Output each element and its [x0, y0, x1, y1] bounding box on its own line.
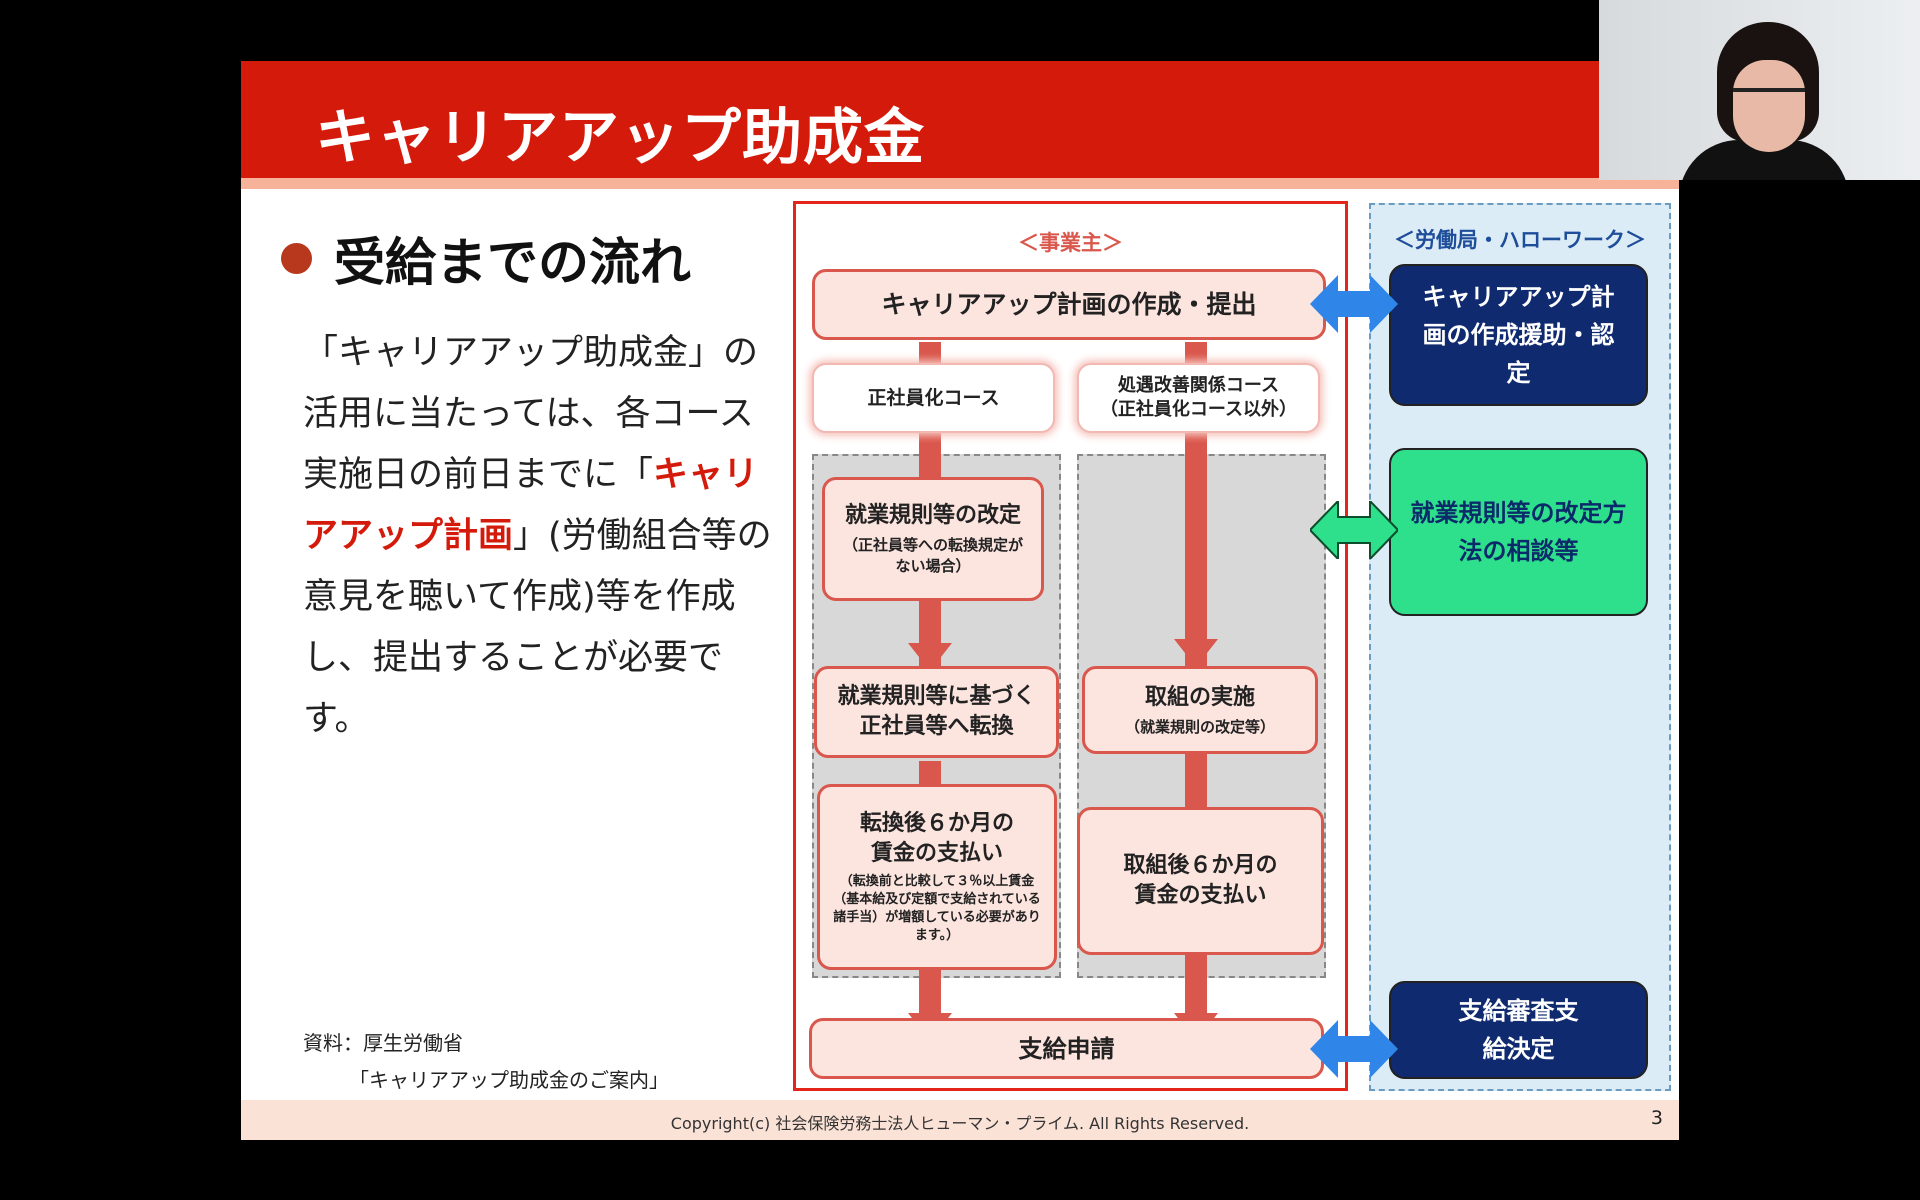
source-line2: 「キャリアアップ助成金のご案内」 — [349, 1068, 669, 1092]
office-box-review: 支給審査支給決定 — [1389, 981, 1648, 1079]
body-text-part2: 」(労働組合等の意見を聴いて作成)等を作成し、提出することが必要です。 — [303, 516, 772, 739]
step1-sublabel: （正社員等への転換規定がない場合） — [843, 536, 1024, 575]
body-paragraph: 「キャリアアップ助成金」の活用に当たっては、各コース実施日の前日までに「キャリア… — [303, 323, 773, 750]
presenter-video[interactable] — [1599, 0, 1920, 180]
r-step2-box: 取組後６か月の賃金の支払い — [1077, 807, 1324, 955]
step2-box: 就業規則等に基づく正社員等へ転換 — [814, 666, 1059, 758]
heading-text: 受給までの流れ — [334, 234, 692, 293]
double-arrow-icon — [1310, 501, 1398, 559]
course1-box: 正社員化コース — [812, 363, 1055, 433]
copyright: Copyright(c) 社会保険労務士法人ヒューマン・プライム. All Ri… — [670, 1114, 1250, 1133]
step3-label: 転換後６か月の賃金の支払い — [860, 811, 1015, 866]
title-bar: キャリアアップ助成金 — [241, 61, 1679, 178]
source-line1: 資料：厚生労働省 — [303, 1031, 463, 1055]
section-heading: 受給までの流れ — [281, 221, 691, 295]
course1-label: 正社員化コース — [867, 387, 1000, 409]
r-step2-label: 取組後６か月の賃金の支払い — [1123, 853, 1278, 908]
step2-label: 就業規則等に基づく正社員等へ転換 — [837, 684, 1036, 739]
step3-box: 転換後６か月の賃金の支払い （転換前と比較して３％以上賃金（基本給及び定額で支給… — [817, 784, 1057, 970]
step1-box: 就業規則等の改定 （正社員等への転換規定がない場合） — [822, 477, 1044, 601]
course2-label: 処遇改善関係コース — [1117, 375, 1280, 396]
body-highlight: キャリアアップ計画 — [303, 455, 759, 556]
r-step1-sublabel: （就業規則の改定等） — [1124, 717, 1275, 736]
office-label: ＜労働局・ハローワーク＞ — [1394, 228, 1646, 252]
presenter-glasses — [1733, 88, 1805, 114]
employer-frame — [793, 201, 1348, 1091]
bullet-dot-icon — [281, 242, 312, 274]
slide-title: キャリアアップ助成金 — [315, 103, 925, 173]
course2-box: 処遇改善関係コース （正社員化コース以外） — [1077, 363, 1320, 433]
r-step1-box: 取組の実施 （就業規則の改定等） — [1082, 666, 1318, 754]
apply-box: 支給申請 — [809, 1018, 1324, 1079]
course2-sublabel: （正社員化コース以外） — [1099, 399, 1298, 420]
apply-box-label: 支給申請 — [1018, 1034, 1115, 1063]
plan-box: キャリアアップ計画の作成・提出 — [812, 269, 1326, 340]
double-arrow-icon — [1310, 1020, 1398, 1078]
page-number: 3 — [1650, 1107, 1663, 1129]
step3-sublabel: （転換前と比較して３％以上賃金（基本給及び定額で支給されている諸手当）が増額して… — [833, 874, 1041, 943]
r-step1-label: 取組の実施 — [1144, 684, 1255, 710]
office-box-plan-label: キャリアアップ計画の作成援助・認定 — [1422, 283, 1615, 387]
office-box-review-label: 支給審査支給決定 — [1458, 997, 1579, 1063]
title-stripe — [241, 178, 1679, 189]
double-arrow-icon — [1310, 275, 1398, 333]
office-box-consult: 就業規則等の改定方法の相談等 — [1389, 448, 1648, 616]
slide: キャリアアップ助成金 受給までの流れ 「キャリアアップ助成金」の活用に当たっては… — [241, 61, 1679, 1140]
presenter-face — [1733, 60, 1805, 152]
arrow-down-icon — [1174, 639, 1218, 667]
plan-box-label: キャリアアップ計画の作成・提出 — [881, 289, 1257, 319]
flow-diagram: ＜事業主＞ ＜労働局・ハローワーク＞ キャリアアップ計画の作成・提出 正社員化コ… — [241, 61, 1679, 1100]
office-box-consult-label: 就業規則等の改定方法の相談等 — [1410, 499, 1627, 565]
employer-label: ＜事業主＞ — [1018, 231, 1123, 255]
office-box-plan: キャリアアップ計画の作成援助・認定 — [1389, 264, 1648, 406]
slide-footer: Copyright(c) 社会保険労務士法人ヒューマン・プライム. All Ri… — [241, 1100, 1679, 1140]
step1-label: 就業規則等の改定 — [844, 503, 1021, 528]
body-text-part1: 「キャリアアップ助成金」の活用に当たっては、各コース実施日の前日までに「 — [303, 333, 759, 495]
